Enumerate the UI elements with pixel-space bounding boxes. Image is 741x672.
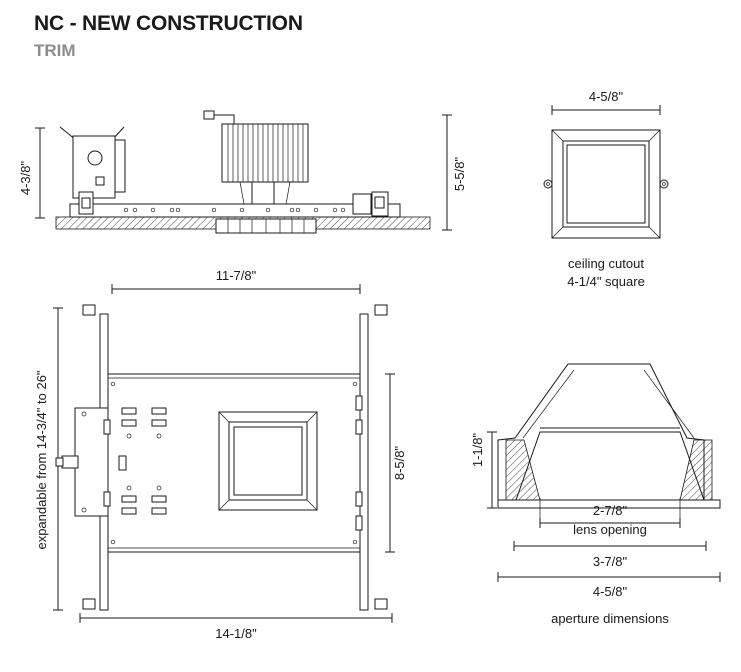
ceiling-cutout-caption: ceiling cutout	[568, 256, 644, 271]
aperture-dimensions-caption: aperture dimensions	[551, 611, 669, 626]
trim-outer-square	[551, 129, 661, 239]
plan-rail-tabs	[103, 395, 363, 531]
side-left-height-dimension: 4-3/8"	[18, 127, 45, 219]
section-view: 1-1/8" 2-7/8" lens opening 3-7/8" 4-5/8"…	[470, 363, 721, 626]
side-right-height-dimension: 5-5/8"	[442, 114, 467, 231]
plan-slots	[110, 381, 358, 545]
trim-front-view: 4-5/8" ceiling cutout 4-1/4" square	[543, 89, 669, 289]
aperture-dimension-label: 4-5/8"	[593, 584, 628, 599]
reflector	[515, 431, 705, 501]
lens-opening-dimension-label: 2-7/8"	[593, 503, 628, 518]
side-elevation-view: 4-3/8" 5-5/8"	[18, 110, 467, 234]
plan-trim-square	[218, 411, 318, 511]
plan-depth-label: 8-5/8"	[392, 445, 407, 480]
plan-bottom-width-label: 14-1/8"	[215, 626, 257, 641]
heatsink	[203, 110, 309, 205]
page-subtitle: TRIM	[34, 41, 76, 60]
plan-junction-bracket	[55, 407, 109, 517]
trim-width-label: 4-5/8"	[589, 89, 624, 104]
trim-side-clips	[543, 179, 669, 189]
plan-view: 11-7/8" expandable from 14-3/4" to 26"	[34, 268, 407, 641]
right-clip	[352, 191, 389, 217]
plan-top-width-label: 11-7/8"	[216, 268, 257, 283]
middle-dimension-label: 3-7/8"	[593, 554, 628, 569]
ceiling-cutout-size-caption: 4-1/4" square	[567, 274, 645, 289]
trim-flange	[215, 218, 317, 234]
rail-holes	[123, 207, 346, 213]
section-height-label: 1-1/8"	[470, 432, 485, 467]
mounting-rail	[69, 203, 401, 218]
junction-box	[59, 126, 126, 215]
plan-expandable-label: expandable from 14-3/4" to 26"	[34, 370, 49, 549]
side-left-height-label: 4-3/8"	[18, 160, 33, 195]
side-right-height-label: 5-5/8"	[452, 156, 467, 191]
lens-opening-caption: lens opening	[573, 522, 647, 537]
page-title: NC - NEW CONSTRUCTION	[34, 12, 303, 35]
